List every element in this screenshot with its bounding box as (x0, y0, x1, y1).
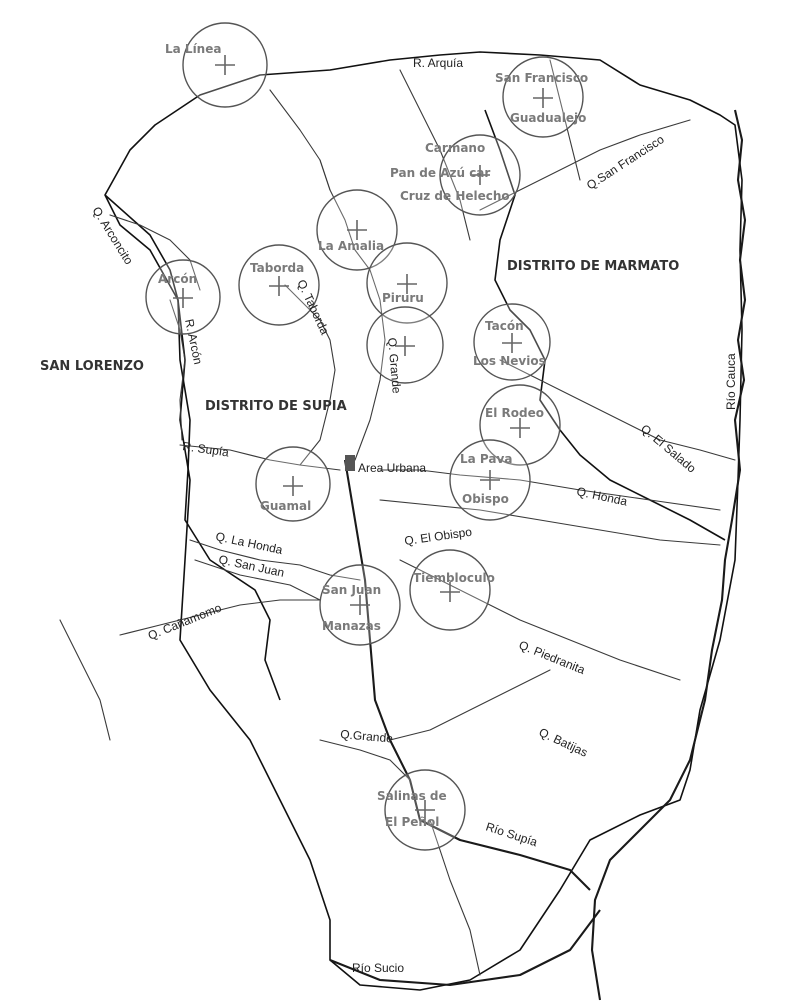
site-san-juan-label: San Juan (322, 583, 381, 597)
san-lorenzo-label: SAN LORENZO (40, 359, 144, 374)
district-supia-label: DISTRITO DE SUPIA (205, 399, 347, 414)
rio-sucio (329, 909, 601, 987)
site-san-francisco-label: San Francisco (495, 71, 588, 85)
site-salinas[interactable]: Salinas de El Peñol (377, 769, 466, 851)
river-q-grande-label: Q.Grande (340, 727, 394, 746)
site-el-penol-label: El Peñol (385, 815, 439, 829)
site-piruru[interactable]: Piruru (366, 242, 448, 324)
site-el-rodeo-label: El Rodeo (485, 406, 544, 420)
river-q-piedranita-label: Q. Piedranita (517, 638, 587, 677)
site-tiembloculo[interactable]: Tiembloculo (409, 549, 495, 631)
site-tacon[interactable]: Tacón Los Nevios (473, 303, 551, 381)
site-manazas-label: Manazas (322, 619, 381, 633)
site-arcon-label: Arcón (158, 272, 197, 286)
district-marmato-label: DISTRITO DE MARMATO (507, 259, 679, 274)
site-la-amalia[interactable]: La Amalia (316, 189, 398, 271)
site-obispo-label: Obispo (462, 492, 509, 506)
river-q-el-salado-label: Q. El Salado (638, 422, 699, 476)
river-rio-cauca-label: Río Cauca (724, 353, 738, 410)
site-cruz-de-helecho-label: Cruz de Helecho (400, 189, 510, 203)
site-los-nevios-label: Los Nevios (473, 354, 546, 368)
site-la-pava[interactable]: La Pava Obispo (449, 439, 531, 521)
rio-cauca (590, 109, 747, 1001)
river-q-el-obispo-label: Q. El Obispo (403, 525, 473, 548)
site-el-rodeo[interactable]: El Rodeo (479, 384, 561, 466)
river-rio-sucio-label: Río Sucio (352, 961, 404, 975)
river-q-san-juan-label: Q. San Juan (217, 552, 285, 580)
site-taborda[interactable]: Taborda (238, 244, 320, 326)
tributaries (59, 59, 736, 976)
site-carmano-label: Carmano (425, 141, 485, 155)
site-guadualejo-label: Guadualejo (510, 111, 586, 125)
site-piruru-label: Piruru (382, 291, 424, 305)
site-tacon-label: Tacón (485, 319, 524, 333)
site-san-francisco[interactable]: San Francisco Guadualejo (495, 56, 588, 138)
site-taborda-label: Taborda (250, 261, 304, 275)
urban-area-label: Area Urbana (358, 461, 426, 475)
river-r-supia-label: R. Supía (182, 439, 231, 459)
river-q-honda-label: Q. Honda (575, 484, 628, 508)
site-guamal[interactable]: Guamal (255, 446, 331, 522)
site-quebrada-grande[interactable] (366, 306, 444, 384)
river-q-canamoma-label: Q. Cañamomo (146, 600, 224, 642)
site-la-linea[interactable]: La Línea (165, 22, 268, 108)
site-la-pava-label: La Pava (460, 452, 512, 466)
river-q-grande-north-label: Q. Grande (385, 337, 404, 394)
site-san-juan[interactable]: San Juan Manazas (319, 564, 401, 646)
site-la-linea-label: La Línea (165, 42, 221, 56)
site-pan-de-azucar-label: Pan de Azú car (390, 166, 490, 180)
site-tiembloculo-label: Tiembloculo (413, 571, 495, 585)
site-la-amalia-label: La Amalia (318, 239, 384, 253)
municipality-border (104, 51, 743, 991)
urban-area-marker (345, 455, 355, 471)
river-q-batijas-label: Q. Batijas (537, 725, 590, 760)
river-q-arconcito-label: Q. Arconcito (89, 204, 136, 267)
site-salinas-label: Salinas de (377, 789, 447, 803)
river-rio-supia-label: Río Supía (484, 820, 539, 850)
rio-supia (343, 459, 591, 891)
district-boundary-san-lorenzo (104, 194, 281, 701)
site-carmano[interactable]: Carmano Pan de Azú car Cruz de Helecho (390, 134, 521, 216)
site-guamal-label: Guamal (260, 499, 311, 513)
site-arcon[interactable]: Arcón (145, 259, 221, 335)
river-arquia-label: R. Arquía (413, 56, 463, 70)
